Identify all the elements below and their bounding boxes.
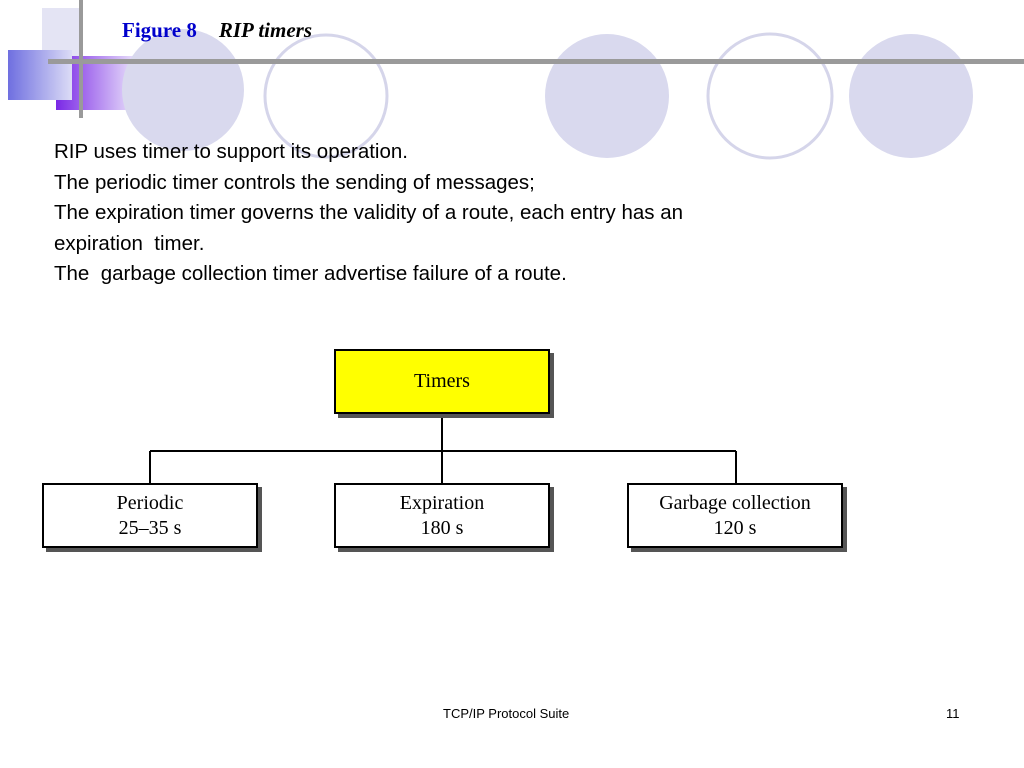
deco-circle-filled-2 (545, 34, 669, 158)
deco-vertical-rule (79, 0, 83, 118)
deco-circle-outline-1 (263, 33, 389, 159)
periodic-timer-node: Periodic 25–35 s (42, 483, 258, 548)
expiration-timer-name: Expiration (399, 491, 485, 514)
footer-page-number: 11 (946, 706, 960, 721)
body-line: The garbage collection timer advertise f… (54, 262, 567, 285)
body-line: expiration timer. (54, 231, 205, 255)
deco-horizontal-rule (48, 59, 1024, 64)
figure-label: Figure 8 (122, 18, 197, 42)
periodic-timer-name: Periodic (116, 491, 184, 514)
deco-circle-filled-3 (849, 34, 973, 158)
figure-title: RIP timers (218, 18, 313, 42)
body-line: The periodic timer controls the sending … (54, 170, 535, 194)
timers-node-label: Timers (414, 370, 470, 392)
deco-square-light (42, 8, 80, 56)
body-text: RIP uses timer to support its operation.… (54, 137, 874, 290)
periodic-timer-value: 25–35 s (118, 516, 182, 539)
garbage-collection-timer-node: Garbage collection 120 s (627, 483, 843, 548)
deco-circle-outline-2 (706, 32, 834, 160)
garbage-collection-timer-value: 120 s (713, 516, 757, 539)
expiration-timer-value: 180 s (420, 516, 464, 539)
garbage-collection-timer-name: Garbage collection (659, 491, 811, 514)
deco-square-blue (8, 50, 72, 100)
body-line: The expiration timer governs the validit… (54, 201, 684, 224)
footer-source: TCP/IP Protocol Suite (443, 706, 570, 721)
timers-node: Timers (334, 349, 550, 414)
expiration-timer-node: Expiration 180 s (334, 483, 550, 548)
body-line: RIP uses timer to support its operation. (54, 140, 408, 163)
slide-title: Figure 8 RIP timers (122, 18, 312, 43)
